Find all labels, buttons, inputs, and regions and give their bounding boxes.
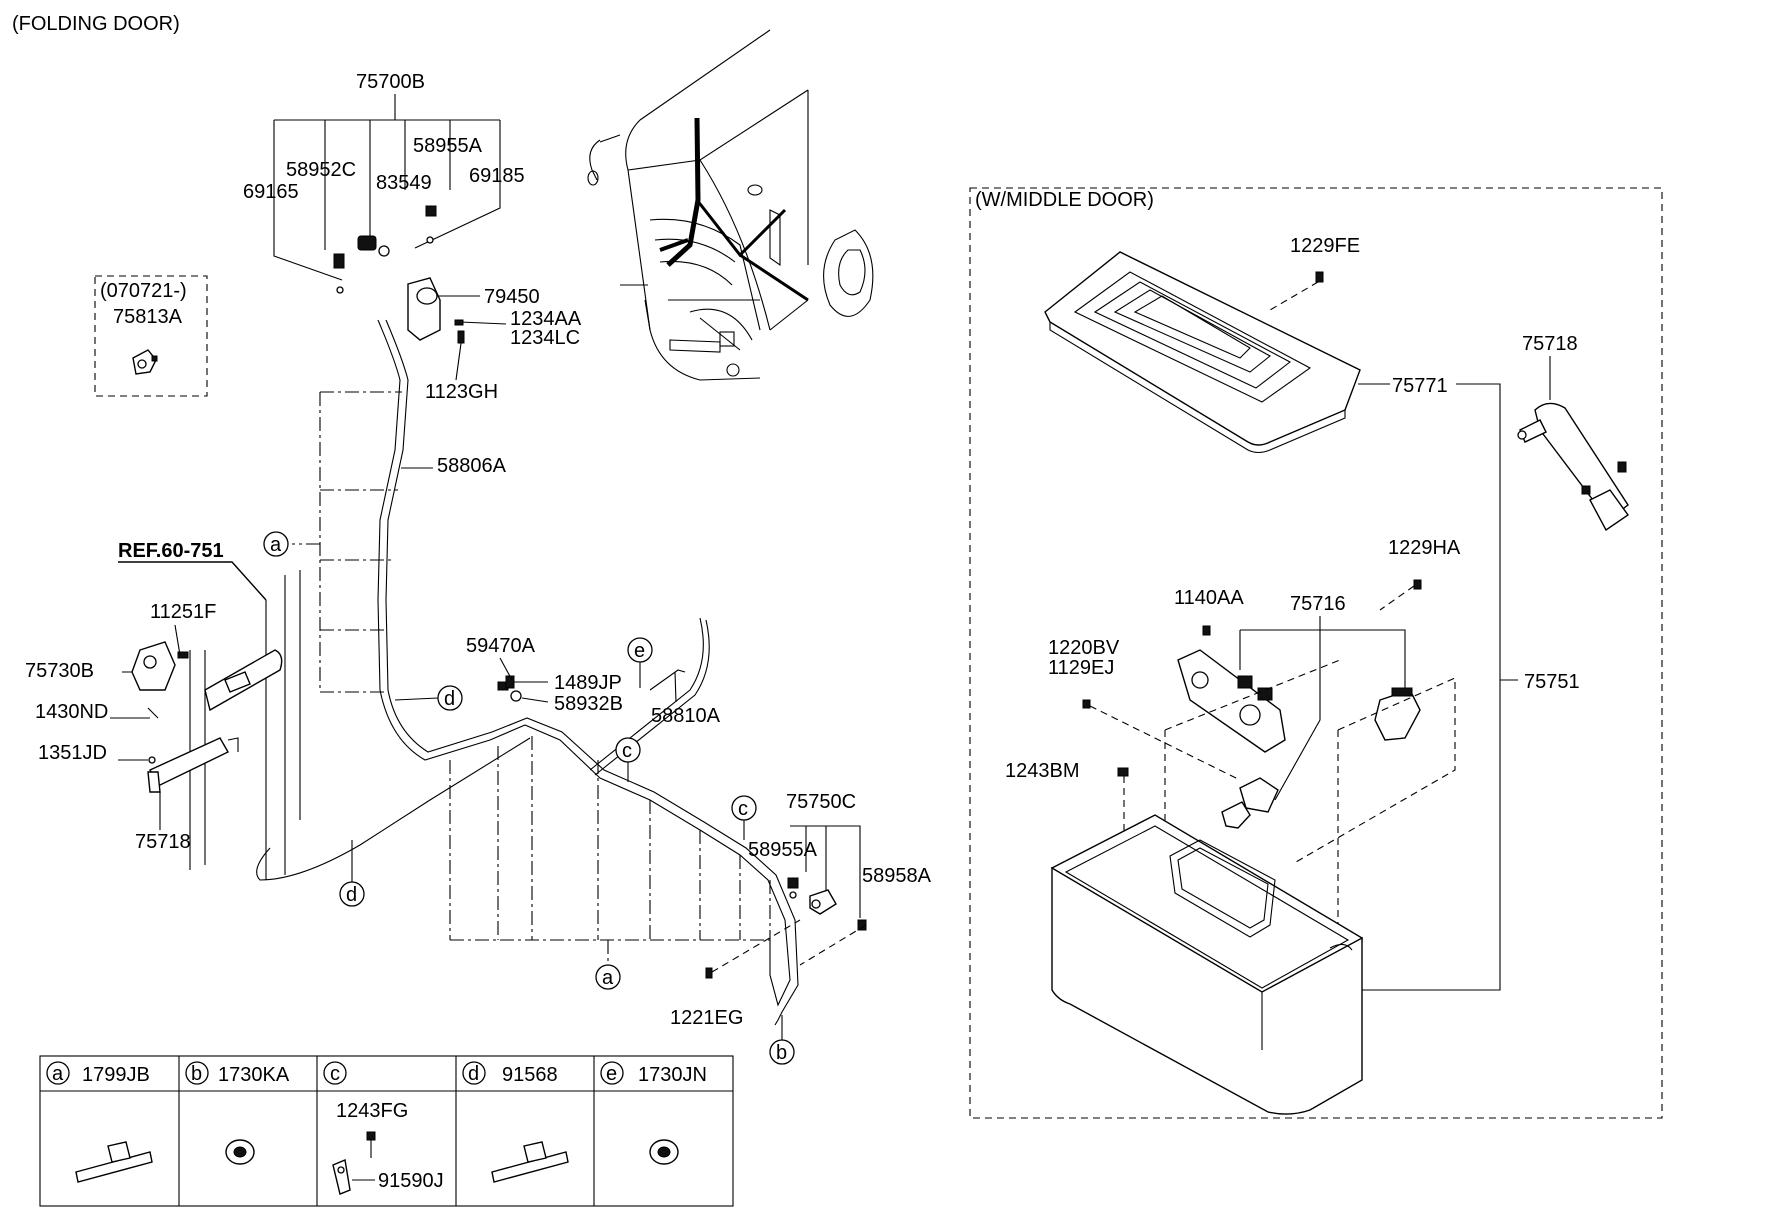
callout-c-right-letter: c: [738, 798, 748, 820]
label-75718-right: 75718: [1522, 333, 1578, 355]
cable-tie-icon-d: [491, 1141, 569, 1183]
legend-e-part: 1730JN: [638, 1064, 707, 1086]
valve-75750C: [705, 877, 867, 979]
label-11251F: 11251F: [150, 601, 216, 623]
pipe-lower: [256, 737, 531, 881]
legend-e-letter: e: [606, 1063, 617, 1085]
label-69185: 69185: [469, 165, 525, 187]
door-frame-left: [189, 570, 301, 880]
callout-a-bottom-guides: [449, 736, 771, 965]
legend-b-letter: b: [191, 1063, 202, 1085]
label-1221EG: 1221EG: [670, 1007, 743, 1029]
legend-b-part: 1730KA: [218, 1064, 290, 1086]
label-75771: 75771: [1392, 375, 1448, 397]
label-1234AA: 1234AA: [510, 308, 582, 330]
fitting-59470A: [497, 657, 549, 703]
label-1234LC: 1234LC: [510, 327, 580, 349]
label-59470A: 59470A: [466, 635, 536, 657]
variant-box-070721: [94, 275, 208, 397]
label-58806A: 58806A: [437, 455, 507, 477]
callout-a-bottom-letter: a: [602, 967, 614, 989]
label-58810A: 58810A: [651, 705, 721, 727]
callout-b-letter: b: [776, 1042, 787, 1064]
callout-a-guides: [292, 391, 402, 693]
middle-door-title: (W/MIDDLE DOOR): [975, 189, 1154, 211]
label-58952C: 58952C: [286, 159, 356, 181]
label-69165: 69165: [243, 181, 299, 203]
label-75813A: 75813A: [113, 306, 183, 328]
label-070721: (070721-): [100, 280, 187, 302]
label-58955A-low: 58955A: [748, 839, 818, 861]
label-58958A: 58958A: [862, 865, 932, 887]
cylinder-75718-left: [118, 737, 239, 830]
label-1229HA: 1229HA: [1388, 537, 1461, 559]
leader-75700B: [273, 94, 501, 281]
legend-d-letter: d: [468, 1063, 479, 1085]
legend-c-letter: c: [330, 1063, 340, 1085]
label-75730B: 75730B: [25, 660, 94, 682]
callout-d-right-letter: d: [444, 688, 455, 710]
valve-cluster-top: [333, 205, 437, 294]
label-75751: 75751: [1524, 671, 1580, 693]
bolt-1229FE: [1315, 271, 1324, 283]
legend-c-part-top: 1243FG: [336, 1100, 408, 1122]
bracket-79450: [407, 277, 507, 381]
label-ref-60-751: REF.60-751: [118, 540, 224, 562]
callout-a-bottom: [595, 964, 621, 990]
bus-illustration: [587, 29, 874, 381]
pipe-58806A: [377, 319, 791, 1007]
valve-75813A: [132, 349, 158, 375]
callout-c-mid-letter: c: [622, 740, 632, 762]
label-1243BM: 1243BM: [1005, 760, 1080, 782]
label-1229FE: 1229FE: [1290, 235, 1360, 257]
label-75700B: 75700B: [356, 71, 425, 93]
callout-a-left-letter: a: [270, 534, 282, 556]
step-tread-75771: [1044, 251, 1361, 454]
middle-door-box: [969, 187, 1663, 1119]
label-58955A-top: 58955A: [413, 135, 483, 157]
legend-d-part: 91568: [502, 1064, 558, 1086]
label-79450: 79450: [484, 286, 540, 308]
legend-a-part: 1799JB: [82, 1064, 150, 1086]
callout-a-left: [263, 531, 289, 557]
label-1351JD: 1351JD: [38, 742, 107, 764]
label-1123GH: 1123GH: [425, 381, 498, 403]
bolt-clip-icon-c: 1243FG 91590J: [332, 1100, 444, 1195]
label-75716: 75716: [1290, 593, 1346, 615]
label-1430ND: 1430ND: [35, 701, 108, 723]
box-75751: [1050, 814, 1363, 1115]
grommet-icon-e: [649, 1139, 679, 1165]
label-1129EJ: 1129EJ: [1048, 657, 1114, 679]
label-1140AA: 1140AA: [1174, 587, 1244, 609]
label-1220BV: 1220BV: [1048, 637, 1120, 659]
label-75718-left: 75718: [135, 831, 191, 853]
legend-a-letter: a: [52, 1063, 64, 1085]
callout-e-letter: e: [634, 640, 645, 662]
label-75750C: 75750C: [786, 791, 856, 813]
legend-c-part-bottom: 91590J: [378, 1170, 444, 1192]
cable-tie-icon-a: [75, 1141, 153, 1183]
valve-75730B: [110, 624, 189, 719]
grommet-icon-b: [225, 1139, 255, 1165]
label-83549: 83549: [376, 172, 432, 194]
cylinder-75718-right: [1517, 356, 1629, 532]
label-58932B: 58932B: [554, 693, 623, 715]
pipe-58810A: [589, 617, 710, 776]
label-1489JP: 1489JP: [554, 672, 622, 694]
legend-table: a 1799JB b 1730KA c d 91568 e 1730JN 124…: [39, 1055, 734, 1207]
folding-door-title: (FOLDING DOOR): [12, 13, 180, 35]
callout-d-left-letter: d: [346, 884, 357, 906]
